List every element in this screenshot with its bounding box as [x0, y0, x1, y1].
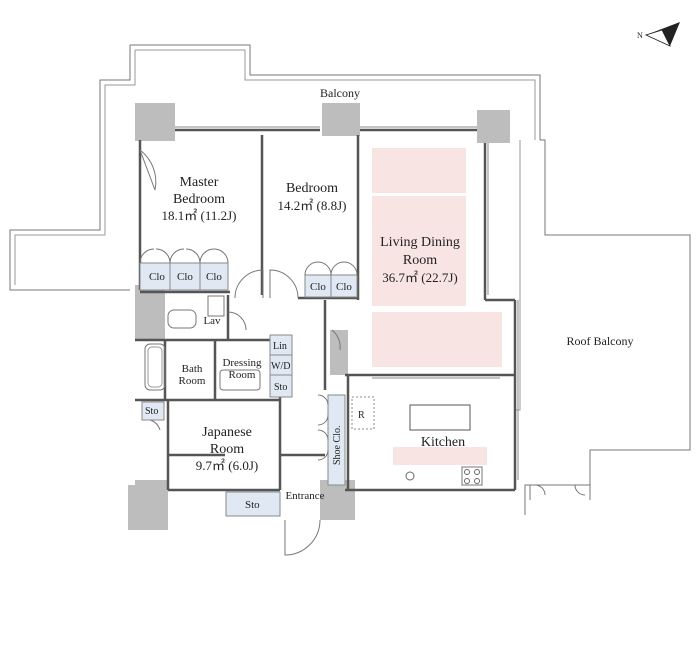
compass-icon: N	[637, 22, 680, 47]
svg-text:Room: Room	[403, 253, 437, 268]
master-closets: Clo Clo Clo	[139, 248, 229, 291]
svg-text:Room: Room	[179, 375, 206, 387]
svg-text:Japanese: Japanese	[202, 425, 252, 440]
dressing-room-label: Dressing Room	[222, 357, 262, 381]
living-dining-label: Living Dining Room 36.7㎡ (22.7J)	[380, 235, 460, 285]
bath-room-label: Bath Room	[179, 363, 206, 387]
lin-label: Lin	[273, 341, 287, 352]
svg-text:18.1㎡ (11.2J): 18.1㎡ (11.2J)	[162, 208, 237, 223]
svg-text:Dressing: Dressing	[222, 357, 262, 369]
kitchen-label: Kitchen	[421, 435, 465, 450]
balcony-label: Balcony	[320, 86, 360, 100]
clo-label: Clo	[149, 271, 165, 283]
svg-text:Master: Master	[180, 175, 219, 190]
shoe-clo-label: Shoe Clo.	[332, 426, 343, 465]
svg-text:Bedroom: Bedroom	[286, 181, 338, 196]
clo-label: Clo	[336, 281, 352, 293]
sto-label: Sto	[274, 382, 287, 393]
svg-text:36.7㎡ (22.7J): 36.7㎡ (22.7J)	[382, 270, 457, 285]
fridge-label: R	[358, 410, 365, 421]
lav-label: Lav	[203, 315, 221, 327]
sto-label: Sto	[145, 406, 158, 417]
svg-text:Living Dining: Living Dining	[380, 235, 460, 250]
structural-walls	[128, 103, 510, 530]
bedroom-closets: Clo Clo	[304, 261, 358, 298]
svg-text:Bath: Bath	[182, 363, 203, 375]
clo-label: Clo	[177, 271, 193, 283]
svg-text:Bedroom: Bedroom	[173, 192, 225, 207]
north-label: N	[637, 31, 643, 40]
windows	[175, 126, 519, 480]
svg-text:Room: Room	[210, 442, 244, 457]
japanese-room-label: Japanese Room 9.7㎡ (6.0J)	[196, 425, 258, 473]
small-storage	[141, 334, 346, 517]
wd-label: W/D	[271, 361, 290, 372]
entrance-label: Entrance	[285, 490, 324, 502]
svg-text:14.2㎡ (8.8J): 14.2㎡ (8.8J)	[278, 198, 347, 213]
door-swings	[139, 149, 591, 556]
clo-label: Clo	[206, 271, 222, 283]
sto-label: Sto	[245, 499, 260, 511]
master-bedroom-label: Master Bedroom 18.1㎡ (11.2J)	[162, 175, 237, 223]
living-highlight	[372, 148, 502, 465]
fixtures	[144, 295, 483, 486]
roof-balcony-label: Roof Balcony	[567, 334, 634, 348]
svg-text:9.7㎡ (6.0J): 9.7㎡ (6.0J)	[196, 458, 258, 473]
clo-label: Clo	[310, 281, 326, 293]
svg-text:Room: Room	[229, 369, 256, 381]
bedroom-label: Bedroom 14.2㎡ (8.8J)	[278, 181, 347, 213]
